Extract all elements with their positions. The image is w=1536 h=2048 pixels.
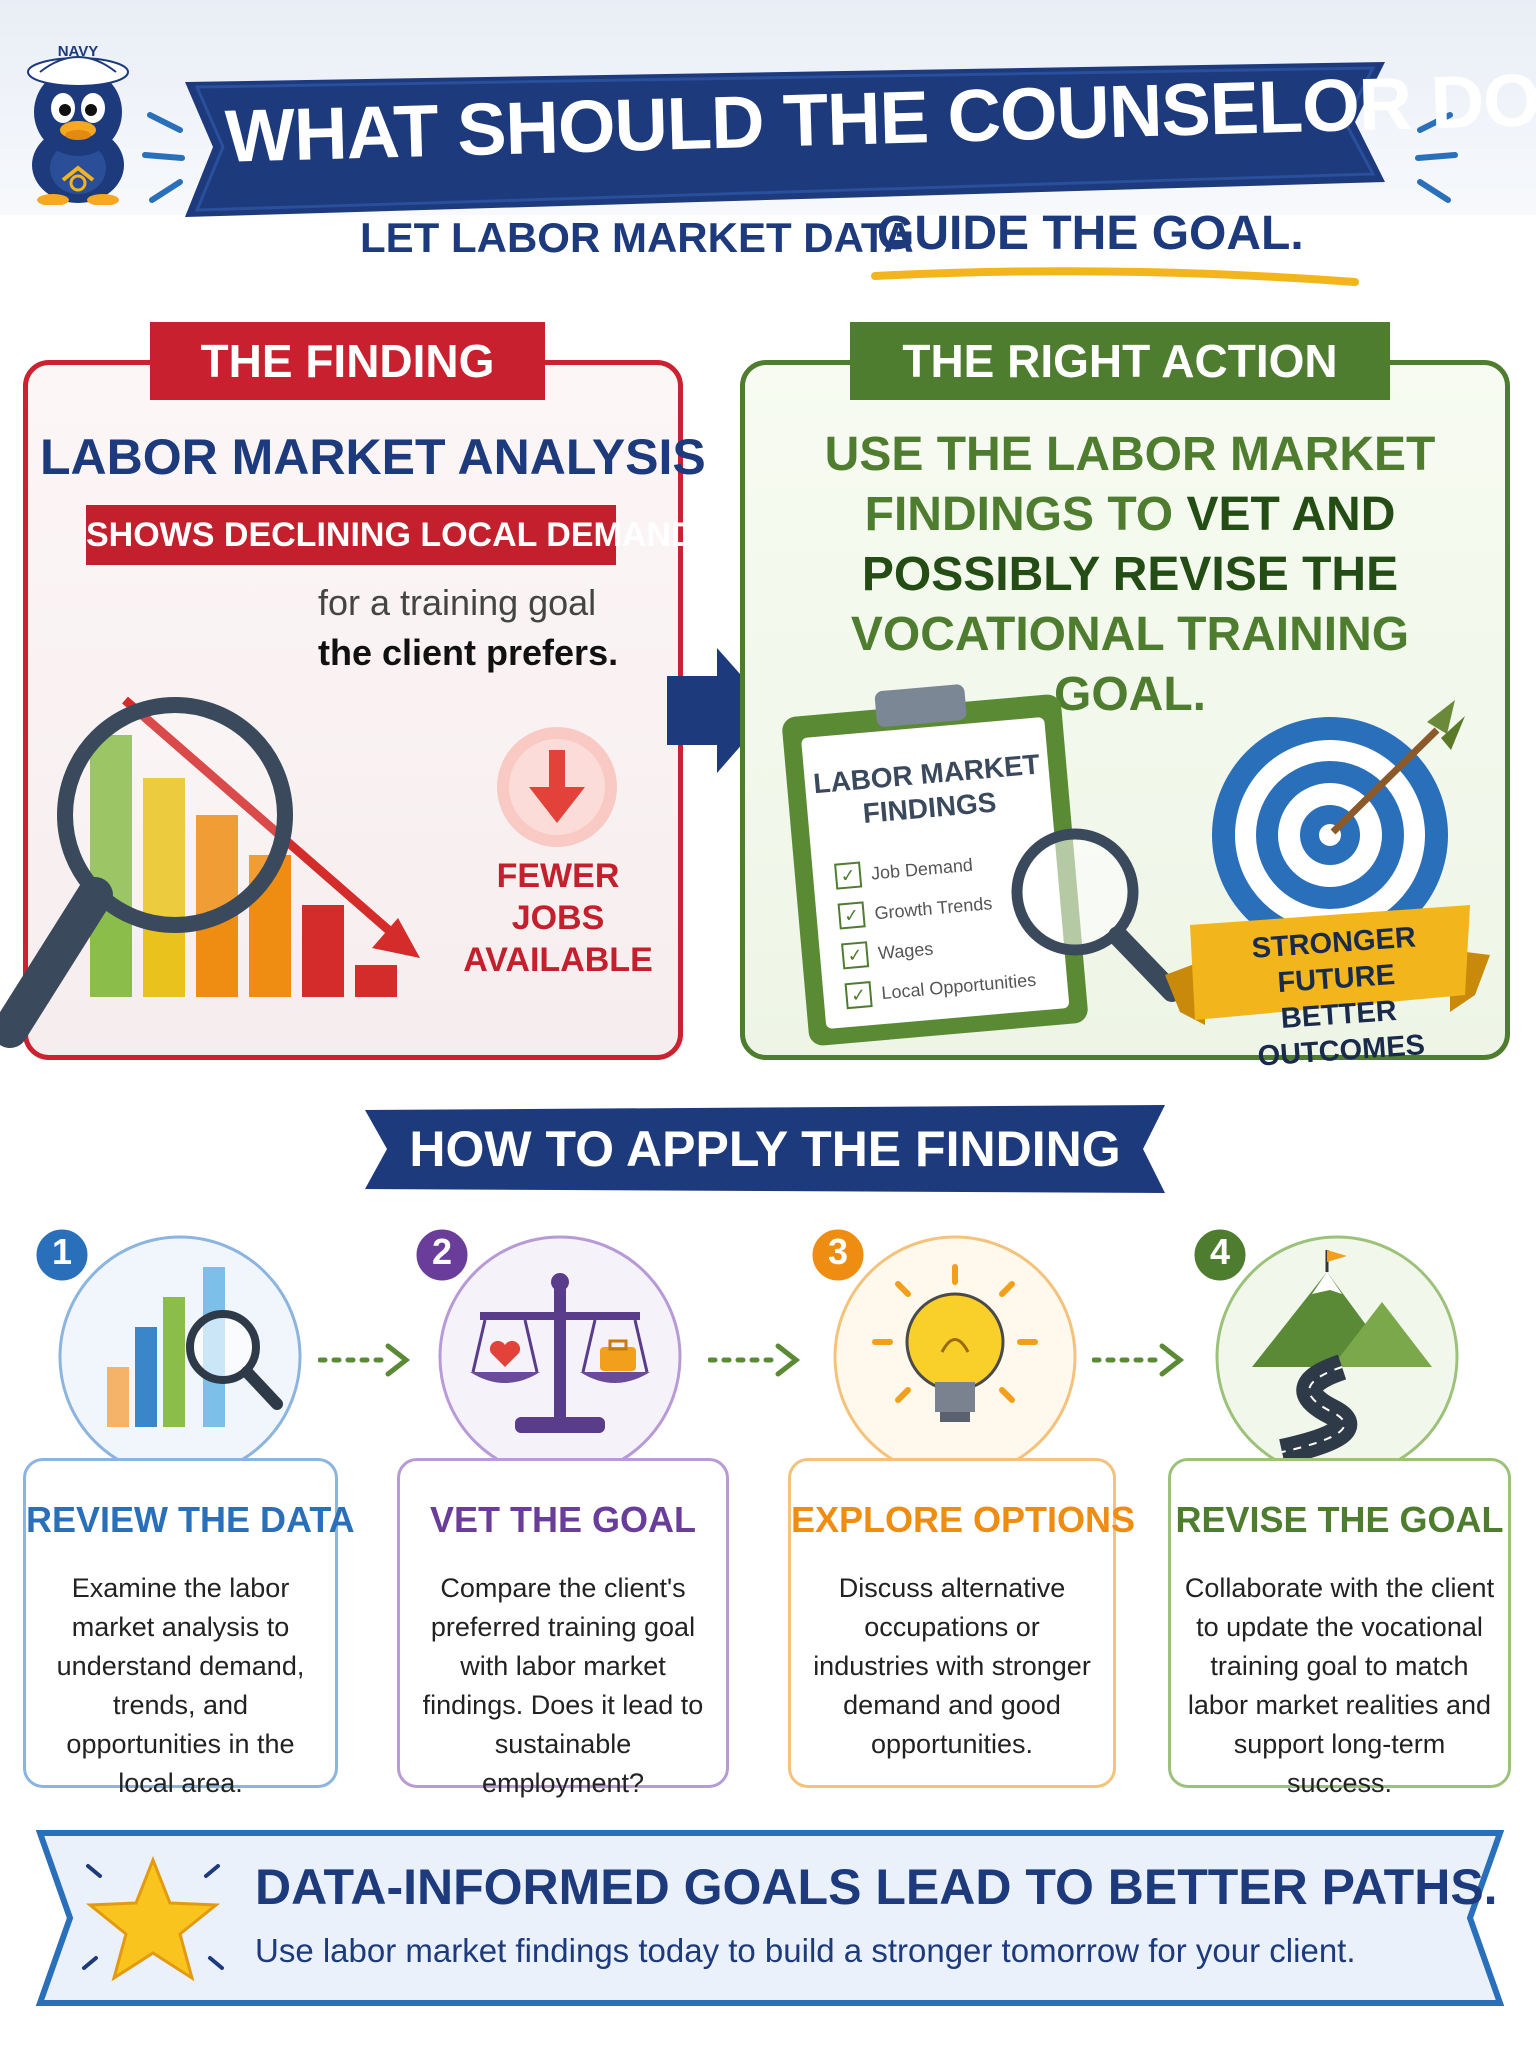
step-card-revise: REVISE THE GOAL Collaborate with the cli… xyxy=(1168,1458,1511,1798)
step-2-badge xyxy=(413,1226,471,1284)
fewer-jobs-line-2: AVAILABLE xyxy=(463,941,653,979)
step-card-review: REVIEW THE DATA Examine the labor market… xyxy=(23,1458,355,1798)
finding-line-2: the client prefers. xyxy=(318,632,619,673)
subtitle-underline xyxy=(871,267,1359,286)
finding-tag: THE FINDING xyxy=(150,322,545,400)
ribbon-banner xyxy=(1165,905,1490,1025)
step-1-number: 1 xyxy=(51,1231,73,1272)
step-4-number: 4 xyxy=(1209,1231,1231,1272)
step-1-description: Examine the labor market analysis to und… xyxy=(56,1573,305,1798)
step-3-description: Discuss alternative occupations or indus… xyxy=(813,1573,1091,1759)
step-2-number: 2 xyxy=(431,1231,453,1272)
step-3-number: 3 xyxy=(827,1231,849,1272)
subtitle-emphasis: GUIDE THE GOAL. xyxy=(877,207,1304,260)
step-4-illustration xyxy=(1215,1235,1459,1479)
step-1-illustration xyxy=(58,1235,302,1479)
action-line-2: FINDINGS TO VET AND xyxy=(770,485,1490,545)
bottom-banner xyxy=(35,1830,1505,2006)
dotted-arrow-icon xyxy=(318,1343,411,1377)
step-1-title: REVIEW THE DATA xyxy=(26,1499,355,1540)
navy-mascot-icon xyxy=(27,56,129,205)
step-card-vet: VET THE GOAL Compare the client's prefer… xyxy=(397,1458,729,1798)
step-3-illustration xyxy=(833,1235,1077,1479)
down-arrow-icon xyxy=(497,727,617,847)
step-2-title: VET THE GOAL xyxy=(429,1499,696,1540)
step-card-explore: EXPLORE OPTIONS Discuss alternative occu… xyxy=(788,1458,1136,1788)
spark-left-icon xyxy=(142,112,185,203)
finding-line-1: for a training goal xyxy=(318,582,597,623)
step-4-title: REVISE THE GOAL xyxy=(1175,1499,1504,1540)
action-text: USE THE LABOR MARKET FINDINGS TO VET AND… xyxy=(770,425,1490,725)
right-arrow-icon xyxy=(667,648,772,773)
dotted-arrow-icon xyxy=(1092,1343,1185,1377)
action-line-2b: VET AND xyxy=(1186,488,1396,541)
step-3-title: EXPLORE OPTIONS xyxy=(791,1499,1136,1540)
step-4-badge xyxy=(1191,1226,1249,1284)
step-4-description: Collaborate with the client to update th… xyxy=(1184,1573,1495,1798)
step-2-illustration xyxy=(438,1235,682,1479)
magnifier-icon xyxy=(1011,828,1182,1002)
action-line-1: USE THE LABOR MARKET xyxy=(824,428,1436,481)
clipboard-clip xyxy=(874,683,968,728)
mascot-cap-label: NAVY xyxy=(57,43,99,60)
action-line-4: VOCATIONAL TRAINING GOAL. xyxy=(850,608,1410,721)
step-1-badge xyxy=(33,1226,91,1284)
subtitle-lead: LET LABOR MARKET DATA xyxy=(360,214,914,261)
footer-title: DATA-INFORMED GOALS LEAD TO BETTER PATHS… xyxy=(255,1859,1498,1915)
checkbox-icon: ✓ xyxy=(834,861,863,890)
action-line-3: POSSIBLY REVISE THE xyxy=(861,548,1399,601)
checkbox-icon: ✓ xyxy=(837,901,866,930)
fewer-jobs-line-1: FEWER JOBS xyxy=(496,857,620,937)
finding-headline: LABOR MARKET ANALYSIS xyxy=(40,429,706,485)
ribbon-text: STRONGER FUTURE BETTER OUTCOMES xyxy=(1210,917,1464,1078)
fewer-jobs-label: FEWER JOBS AVAILABLE xyxy=(448,855,668,981)
action-line-2a: FINDINGS TO xyxy=(864,488,1174,541)
star-icon xyxy=(82,1855,224,1982)
title-banner xyxy=(185,62,1385,217)
how-to-apply-title: HOW TO APPLY THE FINDING xyxy=(409,1121,1121,1177)
step-3-badge xyxy=(809,1226,867,1284)
step-2-description: Compare the client's preferred training … xyxy=(422,1573,704,1798)
dotted-arrow-icon xyxy=(708,1343,801,1377)
checkbox-icon: ✓ xyxy=(841,941,870,970)
declining-chart-icon xyxy=(0,696,420,1048)
how-to-apply-banner xyxy=(365,1105,1165,1193)
footer-subtitle: Use labor market findings today to build… xyxy=(255,1932,1356,1969)
finding-highlight: SHOWS DECLINING LOCAL DEMAND xyxy=(86,505,695,565)
target-icon xyxy=(1212,700,1465,953)
action-tag: THE RIGHT ACTION xyxy=(850,322,1390,400)
spark-right-icon xyxy=(1415,112,1458,203)
checkbox-icon: ✓ xyxy=(844,981,873,1010)
